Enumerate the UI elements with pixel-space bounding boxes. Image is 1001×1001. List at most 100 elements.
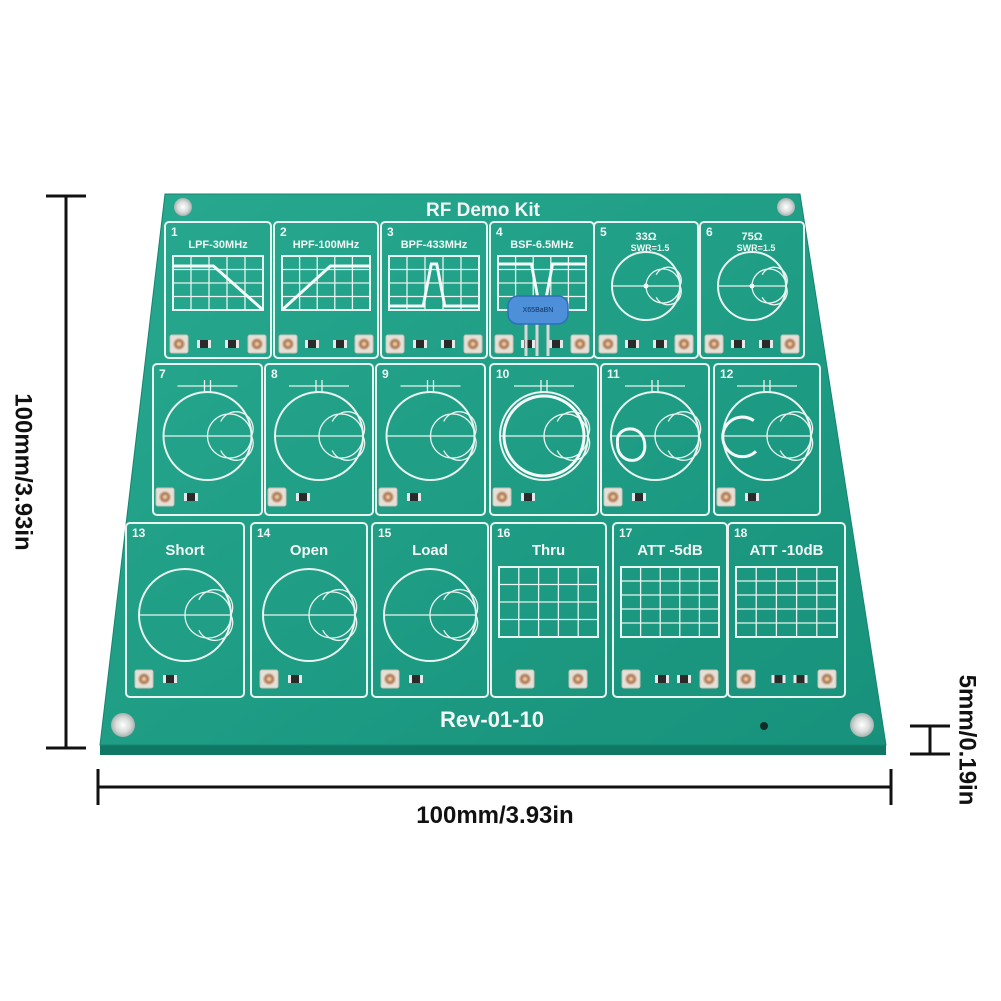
sma-connector (155, 487, 175, 507)
smd-component (625, 340, 639, 348)
module-12: 12 (713, 363, 821, 516)
board-revision: Rev-01-10 (440, 707, 544, 732)
module-10: 10 (489, 363, 599, 516)
sma-connector (385, 334, 405, 354)
module-name: Thru (532, 542, 565, 559)
dimension-thickness: 5mm/0.19in (910, 675, 981, 806)
module-number: 16 (497, 526, 511, 540)
sma-connector (354, 334, 374, 354)
module-name: Load (412, 542, 448, 559)
smd-component (163, 675, 177, 683)
width-label: 100mm/3.93in (416, 802, 573, 829)
smd-component (296, 493, 310, 501)
module-graph (498, 566, 599, 638)
smd-component (333, 340, 347, 348)
module-graph (499, 380, 591, 481)
module-graph (610, 380, 702, 481)
module-graph (717, 251, 788, 321)
mounting-hole (111, 713, 135, 737)
smd-component (407, 493, 421, 501)
module-graph (162, 380, 254, 481)
module-number: 15 (378, 526, 392, 540)
sma-connector (278, 334, 298, 354)
height-label: 100mm/3.93in (10, 393, 37, 550)
smd-component (677, 675, 691, 683)
smd-component (441, 340, 455, 348)
module-8: 8 (264, 363, 374, 516)
module-number: 5 (600, 225, 607, 239)
sma-connector (568, 669, 588, 689)
thickness-label: 5mm/0.19in (954, 675, 981, 806)
dimension-height: 100mm/3.93in (10, 194, 86, 750)
module-name: BSF-6.5MHz (510, 239, 574, 251)
module-7: 7 (152, 363, 263, 516)
smd-component (731, 340, 745, 348)
module-graph (735, 566, 838, 638)
sma-connector (674, 334, 694, 354)
module-sub: SWR=1.5 (737, 243, 776, 253)
mounting-hole (850, 713, 874, 737)
smd-component (521, 340, 535, 348)
module-11: 11 (600, 363, 710, 516)
module-name: ATT -10dB (750, 542, 824, 559)
sma-connector (515, 669, 535, 689)
module-9: 9 (375, 363, 486, 516)
smd-component (632, 493, 646, 501)
sma-connector (603, 487, 623, 507)
smd-component (655, 675, 669, 683)
smd-component (225, 340, 239, 348)
smd-component (549, 340, 563, 348)
sma-connector (378, 487, 398, 507)
pcb-board: RF Demo Kit Rev-01-10 1LPF-30MHz2HPF-100… (99, 193, 887, 755)
dimension-width: 100mm/3.93in (96, 769, 893, 829)
module-graph (274, 380, 366, 481)
smd-component (759, 340, 773, 348)
mounting-hole (777, 198, 795, 216)
module-graph (385, 380, 477, 481)
module-name: ATT -5dB (637, 542, 703, 559)
sma-connector (259, 669, 279, 689)
module-graph (721, 380, 814, 481)
module-number: 17 (619, 526, 633, 540)
module-number: 4 (496, 225, 503, 239)
crystal-component: X65BaBN (507, 295, 569, 356)
smd-component (745, 493, 759, 501)
module-number: 6 (706, 225, 713, 239)
fiducial-mark (760, 722, 768, 730)
module-number: 2 (280, 225, 287, 239)
module-graph (172, 255, 264, 312)
sma-connector (699, 669, 719, 689)
module-name: Short (165, 542, 204, 559)
module-graph (262, 568, 358, 662)
module-number: 11 (607, 367, 620, 381)
module-number: 9 (382, 367, 389, 381)
sma-connector (704, 334, 724, 354)
module-number: 3 (387, 225, 394, 239)
sma-connector (736, 669, 756, 689)
sma-connector (267, 487, 287, 507)
module-name: Open (290, 542, 328, 559)
smd-component (305, 340, 319, 348)
sma-connector (134, 669, 154, 689)
sma-connector (780, 334, 800, 354)
module-graph (620, 566, 720, 638)
module-sub: SWR=1.5 (631, 243, 670, 253)
module-name: 33Ω (635, 231, 656, 243)
module-name: BPF-433MHz (401, 239, 468, 251)
sma-connector (598, 334, 618, 354)
sma-connector (380, 669, 400, 689)
module-graph (611, 251, 682, 321)
module-name: LPF-30MHz (188, 239, 248, 251)
module-number: 7 (159, 367, 166, 381)
